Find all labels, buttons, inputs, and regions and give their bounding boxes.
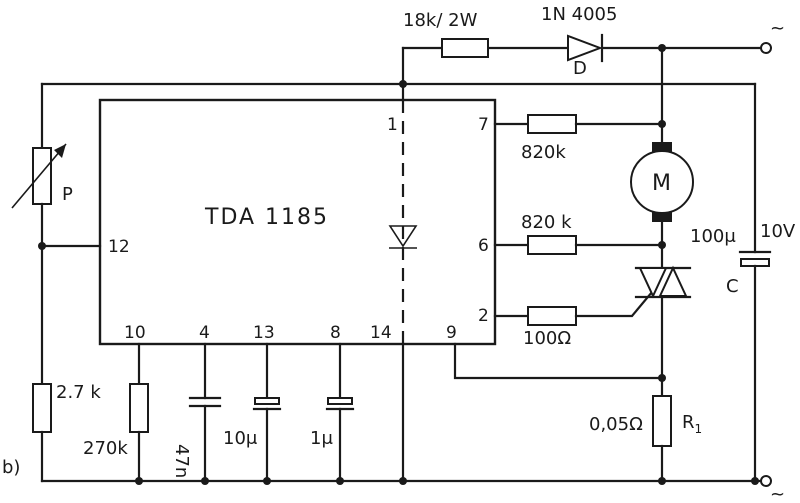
resistor-270k: [129, 383, 149, 433]
label-diode-ref: D: [573, 58, 587, 79]
ic-body: [98, 98, 497, 346]
label-potentiometer: P: [62, 184, 73, 205]
internal-diode-icon: [388, 225, 418, 249]
resistor-820k-pin7: [527, 114, 577, 134]
ac-terminal-bottom: [760, 475, 772, 487]
pin-label-2: 2: [478, 306, 489, 326]
junction-rail-ic: [399, 80, 407, 88]
pin-label-7: 7: [478, 115, 489, 135]
label-motor: M: [652, 171, 673, 196]
label-capacitor-c-ref: C: [726, 276, 739, 297]
junction-top-right: [658, 44, 666, 52]
diode-d-icon: [567, 33, 604, 63]
pin-label-14: 14: [370, 323, 392, 343]
label-resistor-100-ohm: 100Ω: [523, 328, 571, 349]
capacitor-47n-icon: [188, 396, 222, 408]
capacitor-10u-icon: [252, 397, 282, 411]
ic-name: TDA 1185: [204, 205, 329, 230]
pin-label-6: 6: [478, 236, 489, 256]
resistor-18k: [441, 38, 489, 58]
triac-icon: [634, 265, 692, 299]
label-resistor-r1-ref: R1: [682, 412, 702, 436]
top-ac-line: [401, 46, 762, 102]
pin-label-13: 13: [253, 323, 275, 343]
resistor-2-7k: [32, 383, 52, 433]
resistor-100-ohm: [527, 306, 577, 326]
label-resistor-820k-pin6: 820 k: [521, 212, 572, 233]
capacitor-c-icon: [738, 250, 772, 267]
supply-rail: [40, 82, 757, 254]
figure-label: b): [2, 457, 20, 478]
label-resistor-2-7k: 2.7 k: [56, 382, 101, 403]
junction-pin12: [38, 242, 46, 250]
label-capacitor-47n: 47n: [171, 444, 192, 478]
label-resistor-18k: 18k/ 2W: [403, 10, 478, 31]
label-capacitor-c-voltage: 10V: [760, 221, 796, 242]
pin-label-4: 4: [199, 323, 210, 343]
wire-pin9: [453, 342, 664, 380]
label-capacitor-c-value: 100μ: [690, 226, 736, 247]
pin-label-9: 9: [446, 323, 457, 343]
motor-icon: [630, 142, 694, 222]
bottom-junctions: [135, 477, 759, 485]
ac-terminal-top: [760, 42, 772, 54]
label-capacitor-10u: 10μ: [223, 428, 258, 449]
wire-triac-gate: [574, 290, 654, 318]
pin-label-10: 10: [124, 323, 146, 343]
potentiometer-arrow-icon: [11, 143, 67, 209]
pin-label-1: 1: [387, 115, 398, 135]
label-ac-bottom: ~: [770, 484, 785, 503]
resistor-820k-pin6: [527, 235, 577, 255]
label-resistor-270k: 270k: [83, 438, 128, 459]
potentiometer-p: [32, 147, 52, 205]
label-diode-part: 1N 4005: [541, 4, 617, 25]
label-capacitor-1u: 1μ: [310, 428, 333, 449]
label-resistor-820k-pin7: 820k: [521, 142, 566, 163]
label-resistor-r1-value: 0,05Ω: [589, 414, 643, 435]
resistor-r1-shunt: [652, 395, 672, 447]
label-ac-top: ~: [770, 18, 785, 39]
pin-label-8: 8: [330, 323, 341, 343]
pin-label-12: 12: [108, 237, 130, 257]
capacitor-1u-icon: [325, 397, 355, 411]
